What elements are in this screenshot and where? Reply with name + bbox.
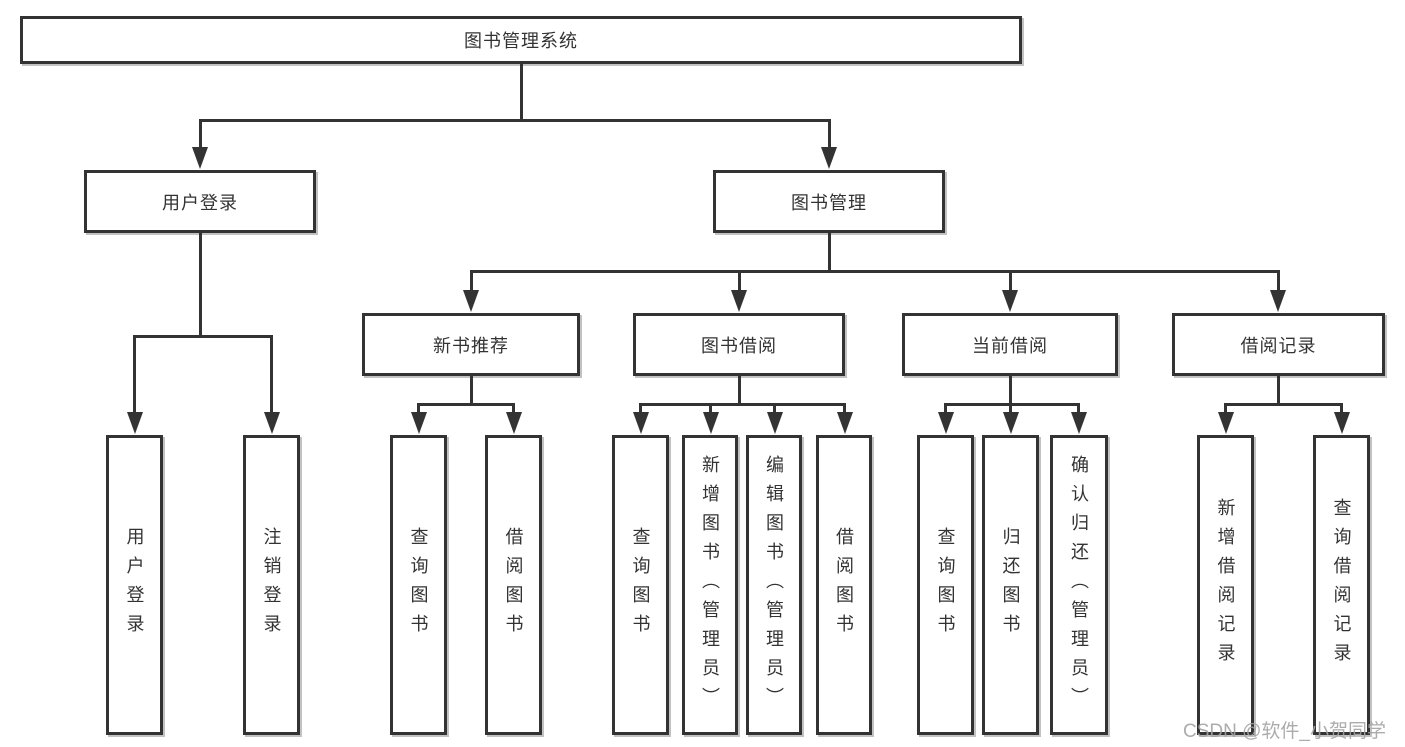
arrow-down-icon (1217, 412, 1234, 434)
leaf-query-books-2: 查询图书 (612, 435, 669, 735)
connector-drop (639, 403, 642, 414)
arrow-down-icon (731, 290, 747, 312)
arrow-down-icon (1270, 290, 1286, 312)
connector-book-borrow-branch (639, 403, 846, 406)
arrow-down-icon (702, 412, 719, 434)
node-book-borrow-label: 图书借阅 (701, 335, 777, 356)
node-library-system-label: 图书管理系统 (464, 31, 578, 51)
connector-new-books-branch (417, 403, 515, 406)
leaf-query-books-3-label: 查询图书 (935, 527, 956, 643)
watermark: CSDN @软件_小贺同学 (1183, 721, 1386, 742)
leaf-confirm-return-admin-label: 确认归还（管理员） (1069, 454, 1089, 716)
leaf-borrow-books-2: 借阅图书 (816, 435, 872, 735)
leaf-edit-books-admin: 编辑图书（管理员） (746, 435, 802, 735)
connector-drop (709, 403, 712, 414)
connector-book-borrow-stem (737, 376, 741, 405)
node-borrow-records-label: 借阅记录 (1240, 335, 1317, 356)
leaf-add-books-admin-label: 新增图书（管理员） (700, 454, 720, 716)
connector-borrow-records-stem (1276, 376, 1280, 405)
connector-drop (417, 403, 420, 414)
connector-current-borrow-stem (1008, 376, 1012, 405)
leaf-query-books-2-label: 查询图书 (630, 527, 651, 643)
arrow-down-icon (766, 412, 783, 434)
arrow-down-icon (126, 412, 143, 434)
arrow-down-icon (192, 147, 208, 169)
leaf-query-borrow-record-label: 查询借阅记录 (1331, 498, 1352, 672)
connector-root-branch (198, 119, 831, 122)
arrow-down-icon (505, 412, 522, 434)
leaf-add-borrow-record-label: 新增借阅记录 (1215, 498, 1236, 672)
leaf-add-borrow-record: 新增借阅记录 (1197, 435, 1254, 735)
connector-drop-book-borrow (737, 270, 741, 293)
node-current-borrow-label: 当前借阅 (972, 335, 1048, 356)
connector-book-mgmt-branch (469, 270, 1280, 273)
leaf-logout-label: 注销登录 (261, 527, 282, 643)
leaf-confirm-return-admin: 确认归还（管理员） (1050, 435, 1108, 735)
connector-current-borrow-branch (944, 403, 1080, 406)
connector-drop-new-books (469, 270, 473, 293)
connector-drop (1340, 403, 1343, 414)
connector-drop (1009, 403, 1012, 414)
arrow-down-icon (821, 147, 837, 169)
connector-borrow-records-branch (1224, 403, 1343, 406)
node-book-borrow: 图书借阅 (633, 313, 845, 376)
connector-drop-logout-leaf (270, 335, 273, 414)
leaf-add-books-admin: 新增图书（管理员） (682, 435, 738, 735)
node-borrow-records: 借阅记录 (1172, 313, 1385, 376)
leaf-borrow-books-2-label: 借阅图书 (834, 527, 854, 643)
connector-root-stem (519, 63, 523, 120)
leaf-logout: 注销登录 (243, 435, 300, 735)
arrow-down-icon (1002, 412, 1019, 434)
connector-drop (1224, 403, 1227, 414)
connector-drop-borrow-records (1276, 270, 1280, 293)
connector-drop (1077, 403, 1080, 414)
connector-drop-book-mgmt (827, 119, 831, 149)
arrow-down-icon (1070, 412, 1087, 434)
connector-drop (773, 403, 776, 414)
connector-new-books-stem (469, 376, 473, 405)
leaf-query-borrow-record: 查询借阅记录 (1313, 435, 1370, 735)
node-library-system: 图书管理系统 (20, 16, 1022, 64)
leaf-return-books: 归还图书 (982, 435, 1039, 735)
connector-book-mgmt-stem (827, 233, 831, 272)
leaf-borrow-books-1: 借阅图书 (485, 435, 542, 735)
leaf-user-login: 用户登录 (106, 435, 163, 735)
arrow-down-icon (937, 412, 954, 434)
node-user-login-label: 用户登录 (162, 192, 238, 213)
leaf-edit-books-admin-label: 编辑图书（管理员） (764, 454, 784, 716)
node-book-management-label: 图书管理 (791, 192, 867, 213)
leaf-user-login-label: 用户登录 (124, 527, 145, 643)
arrow-down-icon (836, 412, 853, 434)
arrow-down-icon (410, 412, 427, 434)
connector-user-login-branch (133, 335, 273, 338)
connector-user-login-stem (198, 233, 202, 337)
node-user-login: 用户登录 (84, 170, 316, 233)
connector-drop (944, 403, 947, 414)
connector-drop (843, 403, 846, 414)
connector-drop-current-borrow (1008, 270, 1012, 293)
connector-drop (512, 403, 515, 414)
connector-drop-login-leaf (133, 335, 136, 414)
arrow-down-icon (263, 412, 280, 434)
arrow-down-icon (632, 412, 649, 434)
leaf-query-books-3: 查询图书 (917, 435, 974, 735)
connector-drop-user-login (198, 119, 202, 149)
node-book-management: 图书管理 (713, 170, 945, 233)
node-current-borrow: 当前借阅 (902, 313, 1118, 376)
arrow-down-icon (1333, 412, 1350, 434)
leaf-query-books-1-label: 查询图书 (408, 527, 429, 643)
node-new-book-recommend-label: 新书推荐 (433, 335, 509, 356)
arrow-down-icon (1002, 290, 1018, 312)
leaf-query-books-1: 查询图书 (390, 435, 447, 735)
leaf-borrow-books-1-label: 借阅图书 (503, 527, 524, 643)
node-new-book-recommend: 新书推荐 (362, 313, 580, 376)
leaf-return-books-label: 归还图书 (1000, 527, 1021, 643)
arrow-down-icon (463, 290, 479, 312)
